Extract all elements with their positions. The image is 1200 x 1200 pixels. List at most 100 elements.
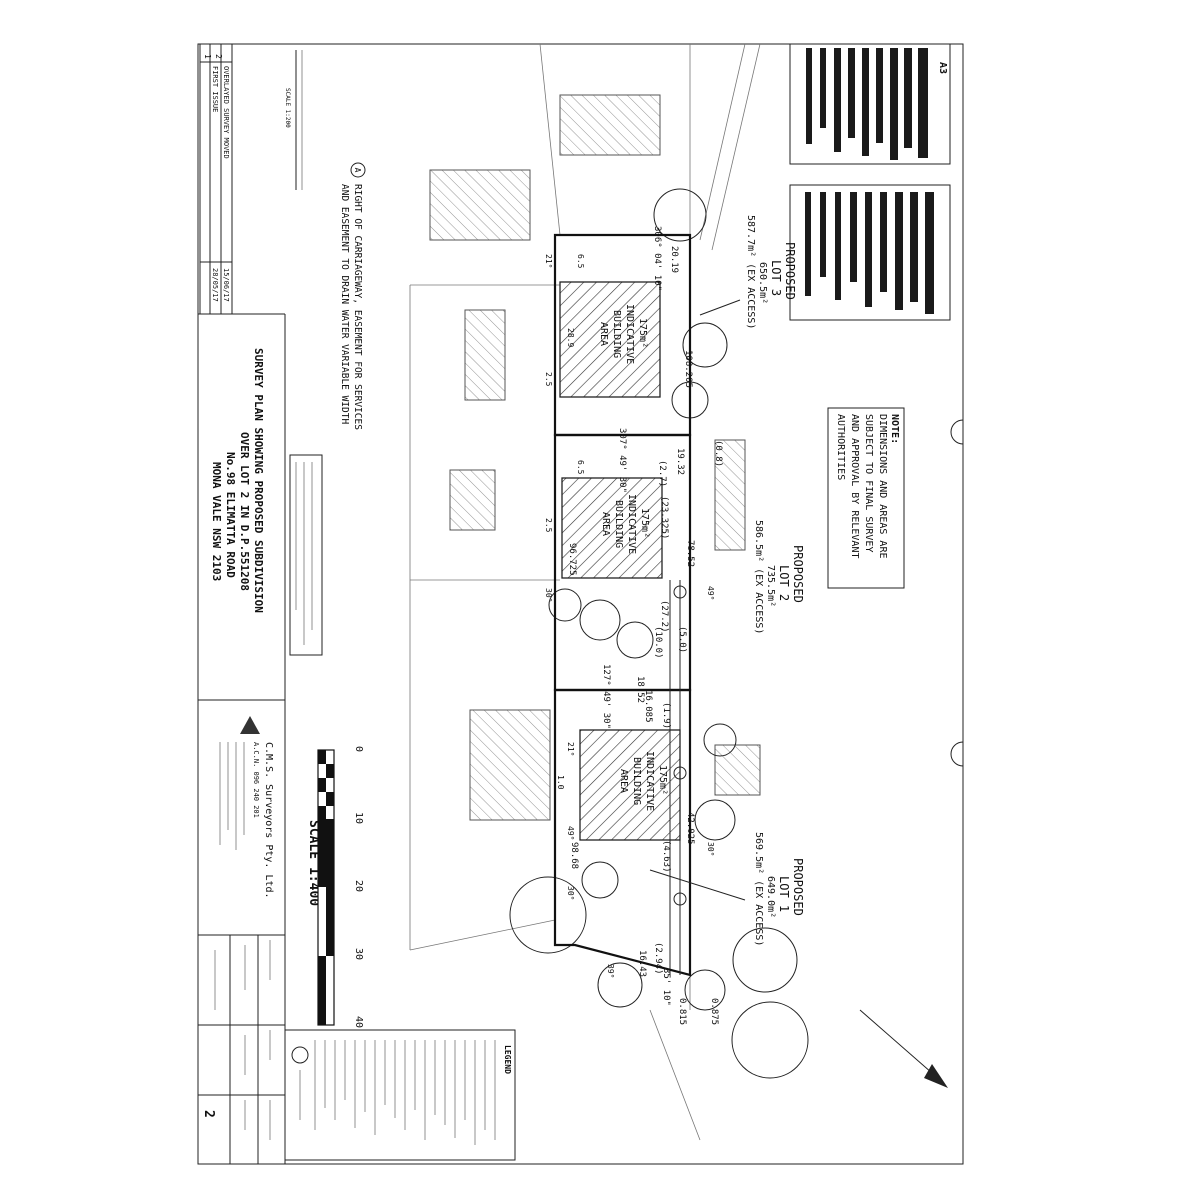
easement-markers (673, 585, 687, 906)
north-arrow-icon (859, 1009, 948, 1088)
revision-1-number: 1 (203, 54, 212, 59)
dim-6-5: 6.5 (576, 460, 585, 475)
building-area-size: 175m² (639, 508, 650, 538)
lot-1-boundary (553, 688, 692, 977)
dim-49: 49° (566, 826, 575, 840)
scale-tick-0: 0 (353, 746, 364, 752)
lot-2-name: LOT 2 (777, 565, 791, 601)
tree-icons (509, 188, 809, 1079)
easement-note: A RIGHT OF CARRIAGEWAY, EASEMENT FOR SER… (339, 162, 366, 430)
title-line-2: OVER LOT 2 IN D.P.551208 (238, 432, 251, 591)
scale-tick-20: 20 (353, 880, 364, 892)
lot-3-ex-access: 587.7m² (EX ACCESS) (745, 215, 756, 329)
dim-96-725: 96.725 (567, 543, 577, 576)
lot-3-name: LOT 3 (769, 260, 783, 296)
dim-2-5: 2.5 (544, 518, 553, 533)
notes-block-top: A3 (789, 43, 951, 165)
dim-30: 30° (706, 842, 715, 856)
lot-1-proposed: PROPOSED (791, 858, 805, 916)
revision-1-date: 28/05/17 (211, 268, 219, 302)
company-address-lines (219, 742, 245, 850)
dim-1-9: (1.9) (661, 702, 671, 729)
dim-39: 39° (606, 964, 615, 978)
easement-line-1: RIGHT OF CARRIAGEWAY, EASEMENT FOR SERVI… (352, 184, 363, 430)
revision-2-date: 15/06/17 (222, 268, 230, 302)
scale-bar: SCALE 1:400 0 10 20 30 40 (306, 746, 364, 1028)
revision-1-description: FIRST ISSUE (211, 66, 219, 112)
dim-16-43: 16.43 (637, 950, 647, 977)
dim-bearing-307: 307° 49' 30" (617, 428, 627, 493)
dim-6-5: 6.5 (576, 254, 585, 269)
scale-tick-30: 30 (353, 948, 364, 960)
scale-tick-40: 40 (353, 1016, 364, 1028)
dim-4-63: (4.63) (661, 840, 671, 873)
easement-line-2: AND EASEMENT TO DRAIN WATER VARIABLE WID… (339, 184, 350, 424)
revision-table: 2 1 OVERLAYED SURVEY MOVED FIRST ISSUE 1… (199, 43, 233, 315)
dimension-labels: 306° 04' 10" 20.19 108.205 307° 49' 30" … (544, 226, 723, 1025)
dim-108-205: 108.205 (683, 350, 693, 388)
dim-16-085: 16.085 (643, 690, 653, 723)
punch-hole-bottom (950, 741, 964, 767)
lot-2-building-area (561, 477, 663, 579)
lot-3-building-label: 175m² INDICATIVE BUILDING AREA (598, 304, 648, 364)
building-area-size: 175m² (657, 765, 668, 795)
dim-30: 30° (544, 588, 553, 602)
dim-19-32: 19.32 (675, 448, 685, 475)
note-line-2: DIMENSIONS AND AREAS ARE (877, 414, 888, 559)
neighbour-house (714, 744, 761, 796)
dim-10-0: (10.0) (653, 626, 663, 659)
lot-2-building-label: 175m² INDICATIVE BUILDING AREA (600, 494, 650, 554)
building-area-building: BUILDING (631, 757, 642, 805)
dimension-note-box: NOTE: DIMENSIONS AND AREAS ARE SUBJECT T… (827, 407, 905, 589)
lot-1-building-label: 175m² INDICATIVE BUILDING AREA (618, 751, 668, 811)
title-line-4: MONA VALE NSW 2103 (210, 462, 223, 581)
building-area-building: BUILDING (611, 310, 622, 358)
title-block: SURVEY PLAN SHOWING PROPOSED SUBDIVISION… (198, 313, 286, 1164)
dim-42-025: 42.025 (685, 812, 695, 845)
building-area-indicative: INDICATIVE (644, 751, 655, 811)
sheet-border (197, 43, 964, 1165)
drawing-info-cells (214, 940, 271, 1140)
small-scale-bar: SCALE 1:200 (284, 50, 303, 190)
neighbour-house (559, 94, 661, 156)
dim-23-325: (23.325) (659, 496, 669, 539)
lot-3-building-area (559, 281, 661, 398)
dim-1-0: 1.0 (556, 775, 565, 790)
dim-0-8: (0.8) (713, 440, 723, 467)
revision-2-description: OVERLAYED SURVEY MOVED (222, 66, 230, 159)
dim-21: 21° (566, 742, 575, 756)
neighbour-house (464, 309, 506, 401)
neighbour-house (449, 469, 496, 531)
lot-1-ex-access: 569.5m² (EX ACCESS) (753, 832, 764, 946)
dim-28-9: 28.9 (566, 328, 575, 347)
building-area-area: AREA (600, 512, 611, 536)
legend-tree-icon (291, 1046, 309, 1064)
title-line-1: SURVEY PLAN SHOWING PROPOSED SUBDIVISION (252, 348, 265, 613)
legend-title: LEGEND (503, 1045, 512, 1074)
building-area-indicative: INDICATIVE (626, 494, 637, 554)
legend-block: LEGEND (284, 1029, 516, 1161)
neighbour-house (469, 709, 551, 821)
lot-2-label: PROPOSED LOT 2 735.5m² 586.5m² (EX ACCES… (753, 520, 805, 634)
sheet-size-label: A3 (937, 62, 948, 74)
certification-note (289, 454, 323, 656)
small-scale-label: SCALE 1:200 (284, 88, 291, 128)
dim-30: 30° (566, 886, 575, 900)
notes-block-bottom (789, 184, 951, 321)
easement-symbol-label: A (353, 168, 362, 173)
building-area-indicative: INDICATIVE (624, 304, 635, 364)
revision-2-number: 2 (214, 54, 223, 59)
dim-0-815: 0.815 (677, 998, 687, 1025)
dim-78-52: 78.52 (685, 540, 695, 567)
dim-18-52: 18.52 (635, 676, 645, 703)
lot-3-area: 650.5m² (757, 262, 768, 304)
dim-2-7: (2.7) (657, 460, 667, 487)
building-area-size: 175m² (637, 318, 648, 348)
dim-bearing-306: 306° 04' 10" (652, 226, 662, 291)
neighbour-house (714, 439, 746, 551)
dim-2-94: (2.94) (653, 942, 663, 975)
neighbour-house (429, 169, 531, 241)
scale-tick-10: 10 (353, 812, 364, 824)
lot-1-name: LOT 1 (777, 876, 791, 912)
